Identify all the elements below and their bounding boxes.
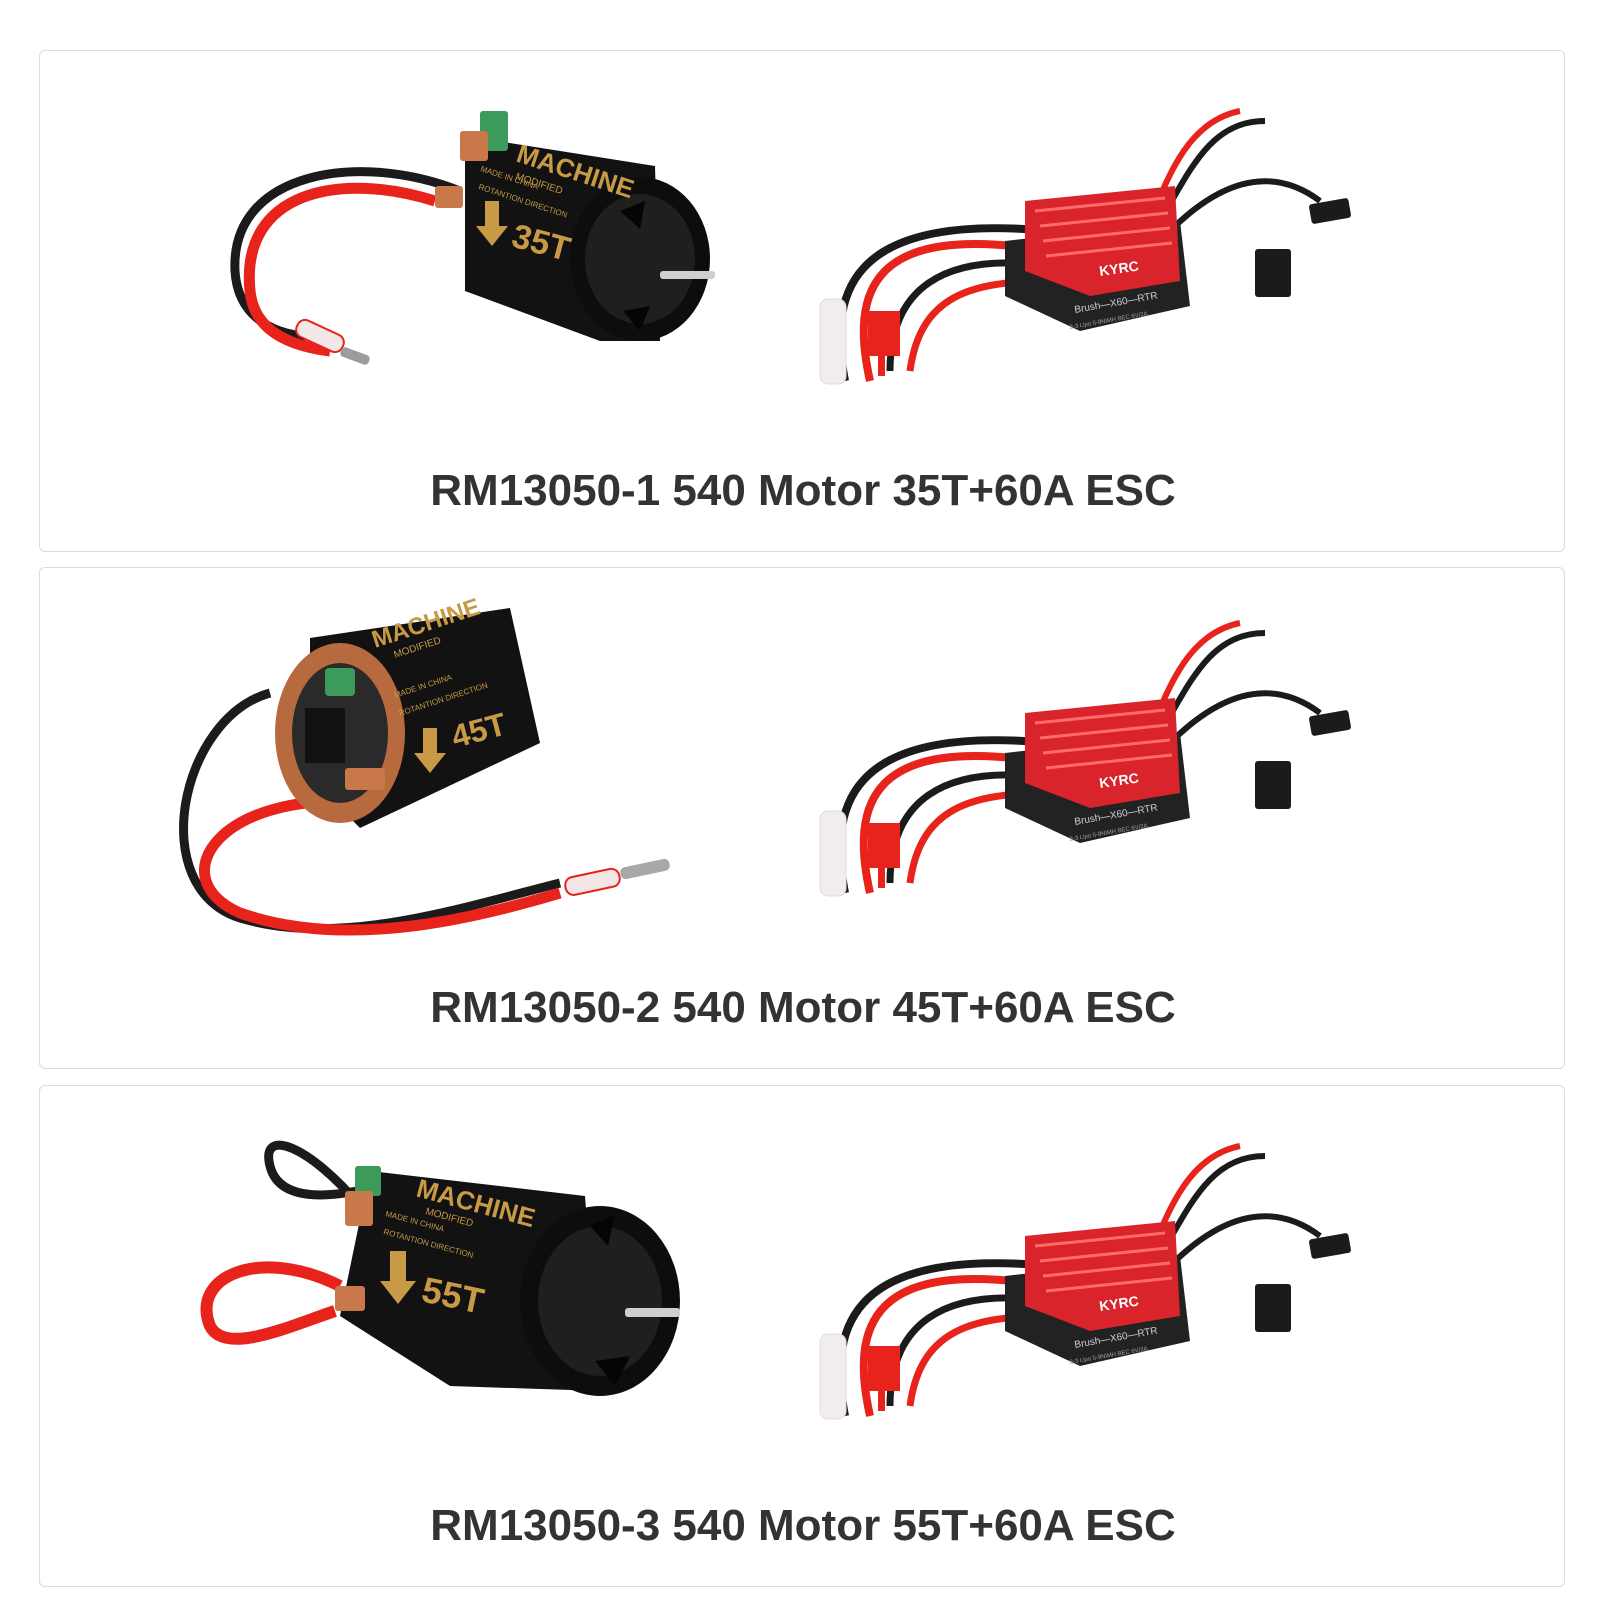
rotation-arrow-icon (476, 201, 508, 246)
rotation-arrow-icon (380, 1251, 416, 1304)
product-panel-1: MACHINE MODIFIED MADE IN CHINA ROTANTION… (39, 50, 1565, 552)
esc: KYRC Brush—X60—RTR 2-3 Lipo 5-9NiMH BEC … (819, 1143, 1351, 1420)
motor: MACHINE MODIFIED MADE IN CHINA ROTANTION… (275, 593, 540, 828)
product-caption-1: RM13050-1 540 Motor 35T+60A ESC (430, 466, 1176, 515)
product-caption-2: RM13050-2 540 Motor 45T+60A ESC (430, 983, 1176, 1032)
product-panel-2: MACHINE MODIFIED MADE IN CHINA ROTANTION… (39, 567, 1565, 1069)
esc: KYRC Brush—X60—RTR 2-3 Lipo 5-9NiMH BEC … (819, 108, 1351, 385)
product-panel-3: MACHINE MODIFIED MADE IN CHINA ROTANTION… (39, 1085, 1565, 1587)
motor-wires (200, 1140, 382, 1345)
motor: MACHINE MODIFIED MADE IN CHINA ROTANTION… (435, 111, 715, 341)
esc-brand: KYRC (1098, 258, 1140, 279)
product-image-1: MACHINE MODIFIED MADE IN CHINA ROTANTION… (230, 108, 1351, 385)
esc: KYRC Brush—X60—RTR 2-3 Lipo 5-9NiMH BEC … (819, 620, 1351, 897)
rotation-arrow-icon (414, 728, 446, 773)
motor: MACHINE MODIFIED MADE IN CHINA ROTANTION… (335, 1166, 680, 1396)
product-caption-3: RM13050-3 540 Motor 55T+60A ESC (430, 1501, 1176, 1550)
product-image-3: MACHINE MODIFIED MADE IN CHINA ROTANTION… (200, 1140, 1351, 1420)
product-image-2: MACHINE MODIFIED MADE IN CHINA ROTANTION… (179, 593, 1351, 936)
esc-brand: KYRC (1098, 770, 1140, 791)
motor-wires (230, 167, 462, 365)
motor-wires (179, 688, 670, 936)
esc-brand: KYRC (1098, 1293, 1140, 1314)
